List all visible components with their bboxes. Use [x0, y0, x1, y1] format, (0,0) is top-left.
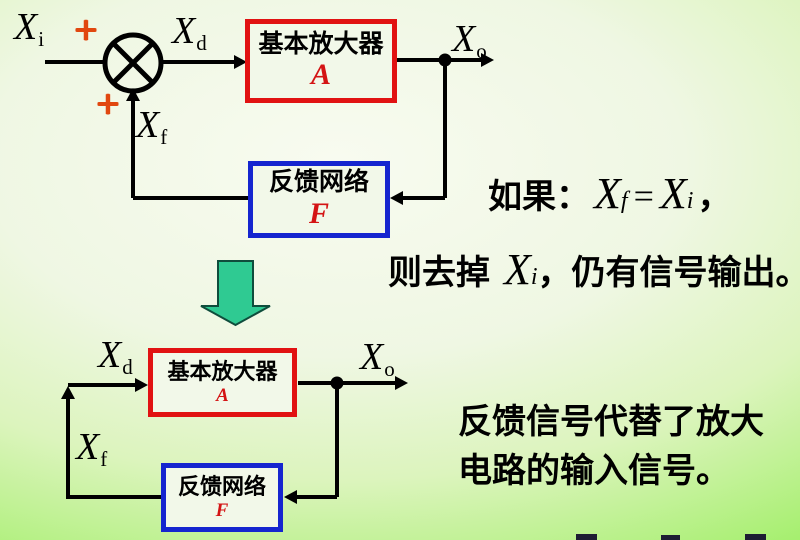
- annotation-condition: 如果： X f = X i ，: [488, 169, 732, 218]
- amplifier-symbol: A: [310, 58, 331, 92]
- feedback-block-bottom: 反馈网络 F: [161, 463, 283, 532]
- annotation-result: 则去掉 X i ，仍有信号输出。: [388, 245, 800, 294]
- equals-sign: =: [633, 176, 654, 216]
- amplifier-symbol: A: [216, 384, 229, 406]
- plus-sign-bottom: +: [96, 82, 120, 128]
- label-output-signal-bottom: Xo: [360, 336, 395, 381]
- feedback-title: 反馈网络: [268, 169, 369, 197]
- clipped-text-fragment: [661, 535, 680, 540]
- conclusion-line-2: 电路的输入信号。: [458, 453, 730, 490]
- amplifier-block-bottom: 基本放大器 A: [148, 348, 297, 417]
- down-arrow-icon: [200, 260, 271, 327]
- feedback-title: 反馈网络: [177, 474, 266, 500]
- amplifier-title: 基本放大器: [167, 359, 278, 385]
- amplifier-block-top: 基本放大器 A: [245, 19, 397, 103]
- label-feedback-signal-bottom: Xf: [76, 426, 108, 471]
- amplifier-title: 基本放大器: [258, 30, 384, 58]
- clipped-text-fragment: [745, 534, 766, 540]
- annotation-conclusion: 反馈信号代替了放大 电路的输入信号。: [458, 398, 764, 496]
- label-output-signal: Xo: [452, 18, 487, 63]
- node-dot: [438, 53, 452, 67]
- feedback-block-top: 反馈网络 F: [248, 161, 390, 238]
- bottom-feedback-loop-wires: [66, 381, 395, 499]
- label-feedback-signal: Xf: [136, 104, 168, 149]
- plus-sign-top: +: [74, 8, 98, 54]
- node-dot: [330, 376, 344, 390]
- bottom-arrowheads: [61, 376, 408, 504]
- label-diff-signal-bottom: Xd: [98, 334, 133, 379]
- feedback-symbol: F: [215, 499, 229, 521]
- label-diff-signal: Xd: [172, 10, 207, 55]
- feedback-symbol: F: [308, 196, 329, 230]
- clipped-text-fragment: [576, 534, 597, 540]
- label-input-signal: Xi: [14, 6, 45, 51]
- top-arrowheads: [126, 53, 494, 205]
- conclusion-line-1: 反馈信号代替了放大: [458, 404, 764, 441]
